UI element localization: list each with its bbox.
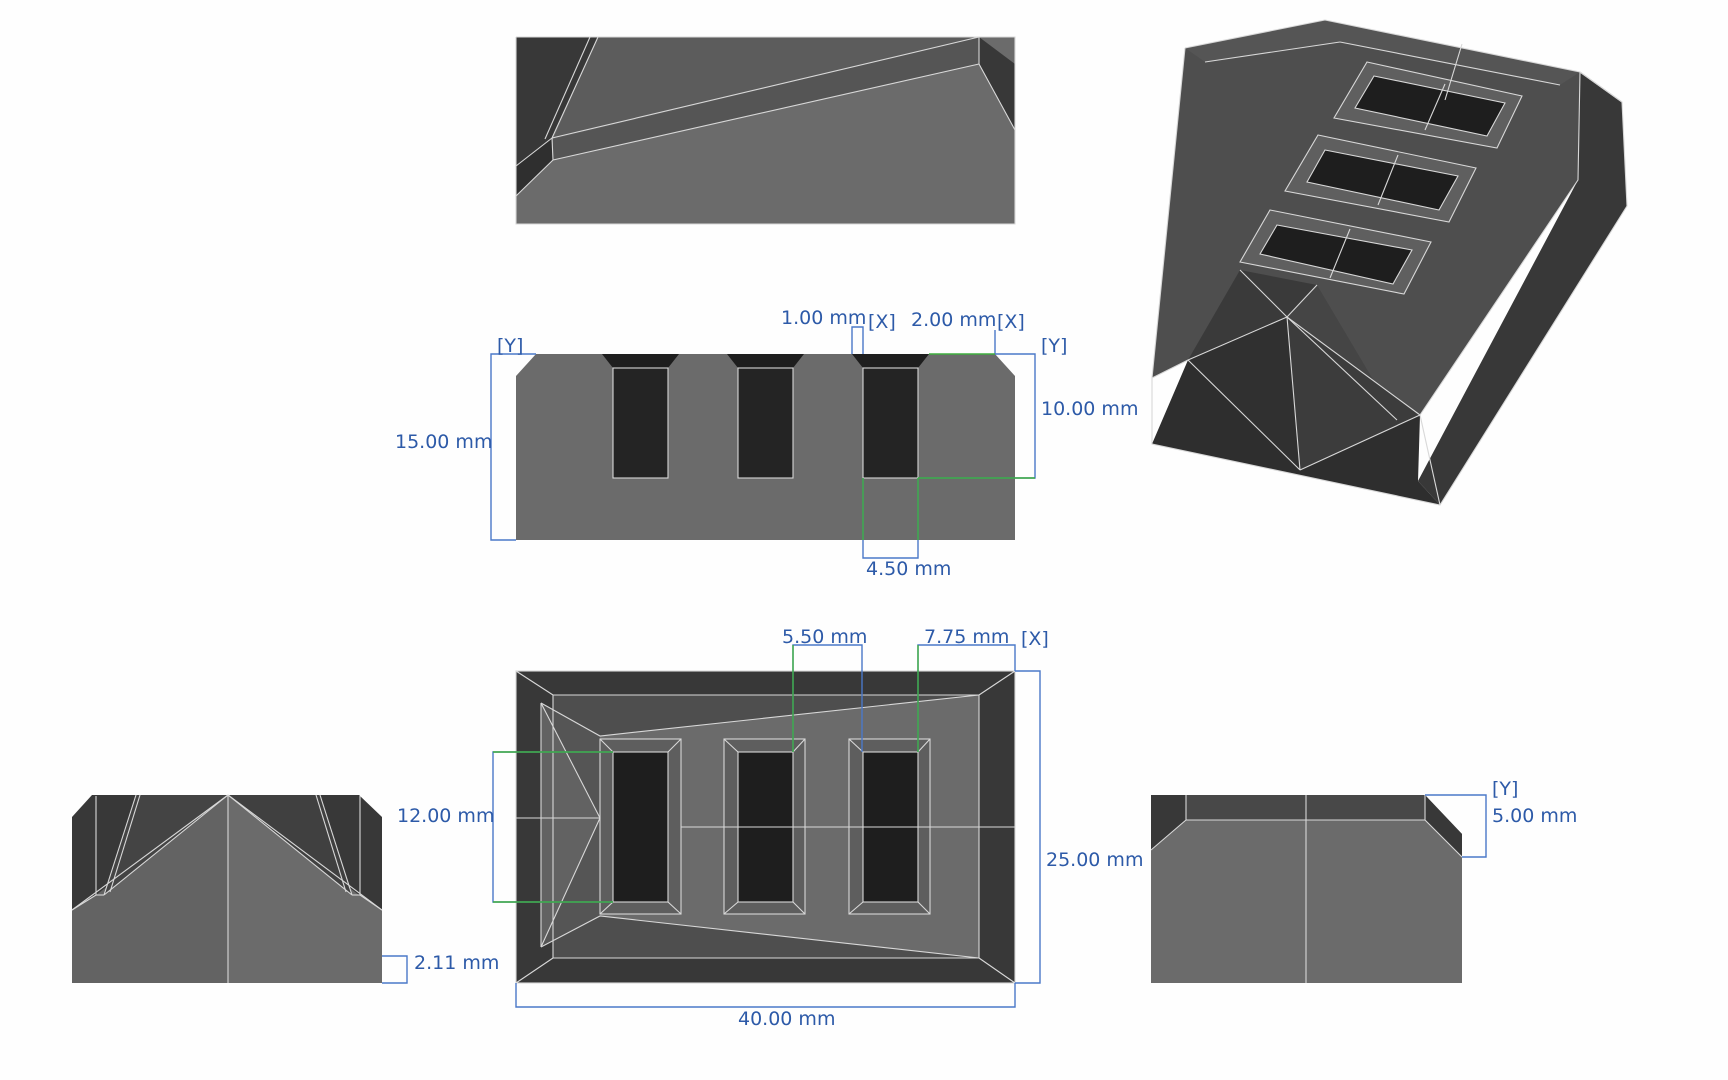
front-view [516, 354, 1015, 540]
top-view [515, 670, 1016, 984]
front-right-tag: [Y] [1041, 335, 1067, 357]
top-slot-spacing-label: 5.50 mm [782, 626, 867, 648]
left-side-view [71, 794, 383, 983]
back-view [515, 36, 1016, 225]
front-x-offset-tag: [X] [997, 311, 1025, 333]
top-x-tag: [X] [1021, 628, 1049, 650]
front-slot-width-label: 4.50 mm [866, 558, 951, 580]
front-x-gap-tag: [X] [868, 311, 896, 333]
right-side-view [1150, 795, 1463, 983]
top-width-label: 40.00 mm [738, 1008, 835, 1030]
front-slot-depth-label: 10.00 mm [1041, 398, 1138, 420]
right-y-tag: [Y] [1492, 778, 1518, 800]
top-dimensions: 5.50 mm 7.75 mm [X] 12.00 mm 25.00 mm 40… [397, 626, 1143, 1030]
left-dimensions: 2.11 mm [382, 952, 499, 984]
top-edge-offset-label: 7.75 mm [924, 626, 1009, 648]
front-x-gap-label: 1.00 mm [781, 307, 866, 329]
top-slot-length-label: 12.00 mm [397, 805, 494, 827]
front-dimensions: 1.00 mm [X] 2.00 mm [X] [Y] [Y] 15.00 mm… [395, 307, 1138, 580]
front-x-offset-label: 2.00 mm [911, 309, 996, 331]
isometric-view [1151, 19, 1628, 506]
left-base-label: 2.11 mm [414, 952, 499, 974]
right-dimensions: [Y] 5.00 mm [1425, 778, 1577, 858]
front-left-tag: [Y] [497, 335, 523, 357]
top-depth-label: 25.00 mm [1046, 849, 1143, 871]
right-height-label: 5.00 mm [1492, 805, 1577, 827]
front-height-label: 15.00 mm [395, 431, 492, 453]
